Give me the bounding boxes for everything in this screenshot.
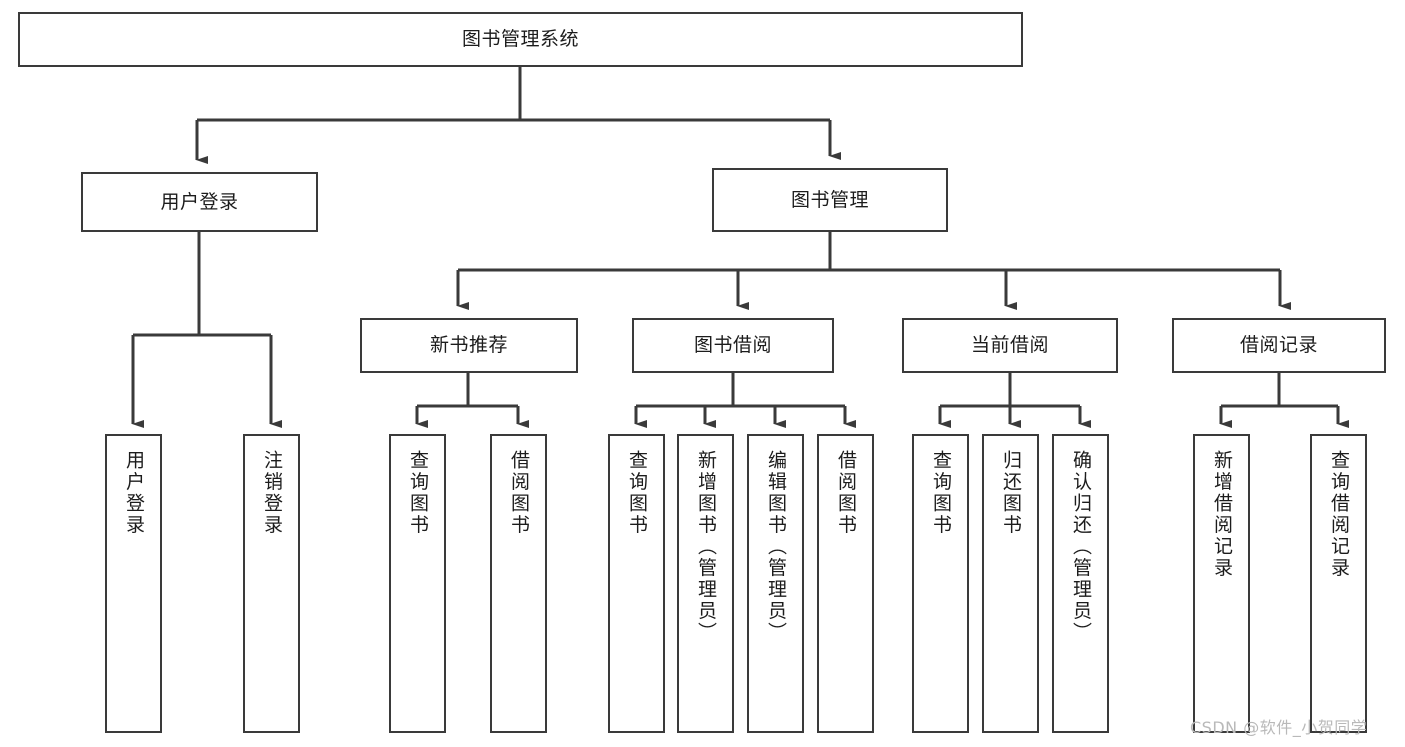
leaf-return-book-label: 归还图书	[1000, 450, 1022, 536]
node-borrow-record[interactable]: 借阅记录	[1172, 318, 1386, 373]
leaf-borrow-book-borrow[interactable]: 借阅图书	[817, 434, 874, 733]
leaf-borrow-book-newbook[interactable]: 借阅图书	[490, 434, 547, 733]
leaf-query-book-newbook[interactable]: 查询图书	[389, 434, 446, 733]
leaf-query-book-newbook-label: 查询图书	[407, 450, 429, 536]
node-root-label: 图书管理系统	[461, 28, 579, 51]
leaf-add-borrow-record[interactable]: 新增借阅记录	[1193, 434, 1250, 733]
node-book-borrow[interactable]: 图书借阅	[632, 318, 834, 373]
leaf-add-book-admin-label: 新增图书（管理员）	[695, 450, 717, 644]
node-borrow-record-label: 借阅记录	[1239, 334, 1318, 357]
leaf-user-login[interactable]: 用户登录	[105, 434, 162, 733]
node-new-book-recommend[interactable]: 新书推荐	[360, 318, 578, 373]
node-user-login[interactable]: 用户登录	[81, 172, 318, 232]
node-book-management[interactable]: 图书管理	[712, 168, 948, 232]
node-current-borrow-label: 当前借阅	[970, 334, 1049, 357]
leaf-query-borrow-record-label: 查询借阅记录	[1328, 450, 1350, 579]
csdn-watermark: CSDN @软件_小贺同学	[1190, 718, 1368, 737]
leaf-query-borrow-record[interactable]: 查询借阅记录	[1310, 434, 1367, 733]
node-new-book-recommend-label: 新书推荐	[429, 334, 508, 357]
leaf-logout[interactable]: 注销登录	[243, 434, 300, 733]
leaf-edit-book-admin[interactable]: 编辑图书（管理员）	[747, 434, 804, 733]
node-book-borrow-label: 图书借阅	[693, 334, 772, 357]
node-user-login-label: 用户登录	[160, 190, 239, 213]
leaf-confirm-return-admin[interactable]: 确认归还（管理员）	[1052, 434, 1109, 733]
node-current-borrow[interactable]: 当前借阅	[902, 318, 1118, 373]
leaf-return-book[interactable]: 归还图书	[982, 434, 1039, 733]
leaf-add-book-admin[interactable]: 新增图书（管理员）	[677, 434, 734, 733]
leaf-borrow-book-borrow-label: 借阅图书	[835, 450, 857, 536]
leaf-logout-label: 注销登录	[261, 450, 283, 536]
leaf-query-book-borrow-label: 查询图书	[626, 450, 648, 536]
node-root[interactable]: 图书管理系统	[18, 12, 1023, 67]
leaf-confirm-return-admin-label: 确认归还（管理员）	[1070, 450, 1092, 644]
node-book-management-label: 图书管理	[790, 188, 869, 211]
leaf-borrow-book-newbook-label: 借阅图书	[508, 450, 530, 536]
leaf-query-book-current-label: 查询图书	[930, 450, 952, 536]
leaf-query-book-current[interactable]: 查询图书	[912, 434, 969, 733]
leaf-query-book-borrow[interactable]: 查询图书	[608, 434, 665, 733]
leaf-user-login-label: 用户登录	[123, 450, 145, 536]
leaf-add-borrow-record-label: 新增借阅记录	[1211, 450, 1233, 579]
leaf-edit-book-admin-label: 编辑图书（管理员）	[765, 450, 787, 644]
